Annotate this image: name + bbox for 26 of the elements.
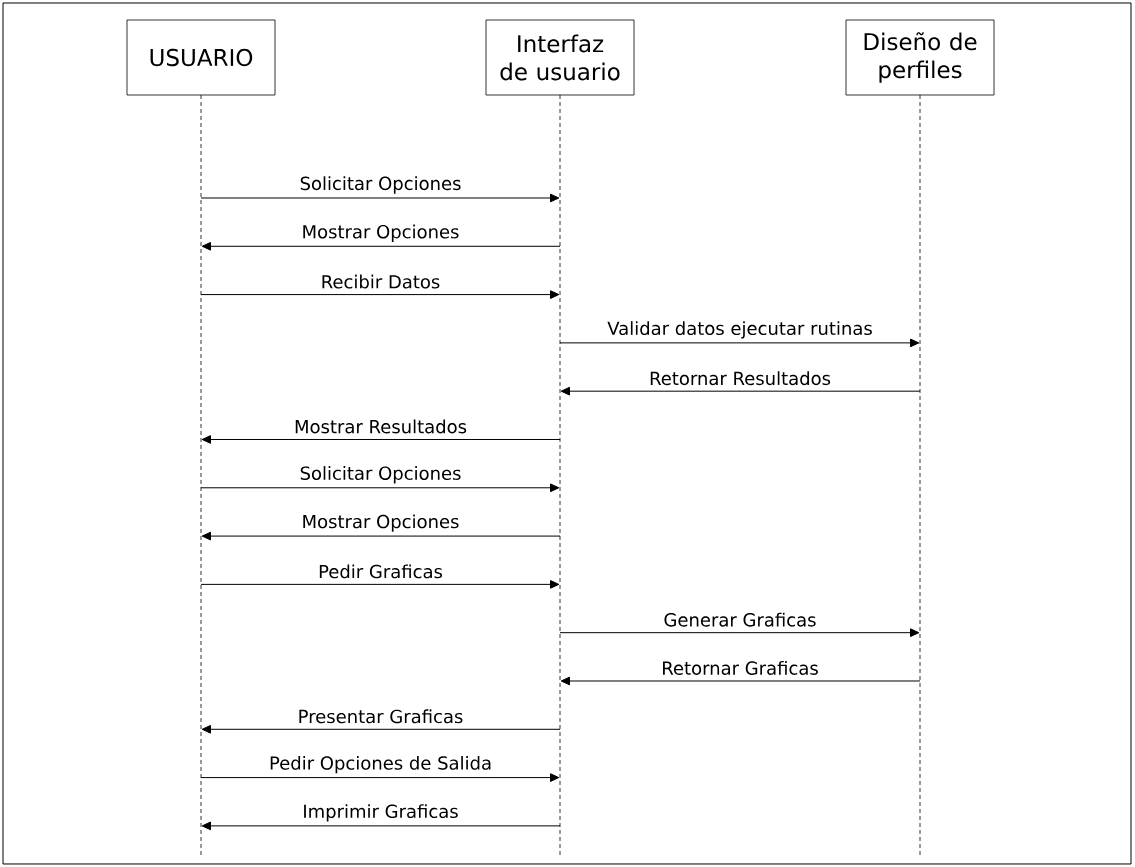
message-label: Mostrar Opciones xyxy=(300,513,461,533)
message-arrow xyxy=(201,821,561,831)
message-arrow xyxy=(559,338,920,348)
message-arrow xyxy=(200,773,560,782)
message-label: Presentar Graficas xyxy=(296,708,465,725)
message-label: Imprimir Graficas xyxy=(301,803,460,823)
message-label: Solicitar Opciones xyxy=(298,175,463,195)
message-label: Mostrar Resultados xyxy=(293,418,468,435)
message-label: Generar Graficas xyxy=(662,611,818,628)
message-arrow xyxy=(559,628,920,638)
message-label: Mostrar Opciones xyxy=(300,223,461,243)
message-arrow xyxy=(201,435,561,444)
message-label: Solicitar Opciones xyxy=(298,465,463,485)
message-label: Retornar Graficas xyxy=(660,660,820,676)
message-arrow xyxy=(200,483,560,493)
message-arrow xyxy=(201,241,561,251)
message-arrow xyxy=(200,580,560,589)
message-arrow xyxy=(560,676,921,686)
message-label: Pedir Graficas xyxy=(317,563,444,580)
message-arrow xyxy=(200,193,560,203)
message-label: Recibir Datos xyxy=(319,273,442,290)
message-arrow xyxy=(200,290,560,299)
message-arrow xyxy=(560,386,921,396)
message-arrow xyxy=(201,724,561,734)
message-arrow xyxy=(201,531,561,541)
message-label: Retornar Resultados xyxy=(648,370,832,387)
